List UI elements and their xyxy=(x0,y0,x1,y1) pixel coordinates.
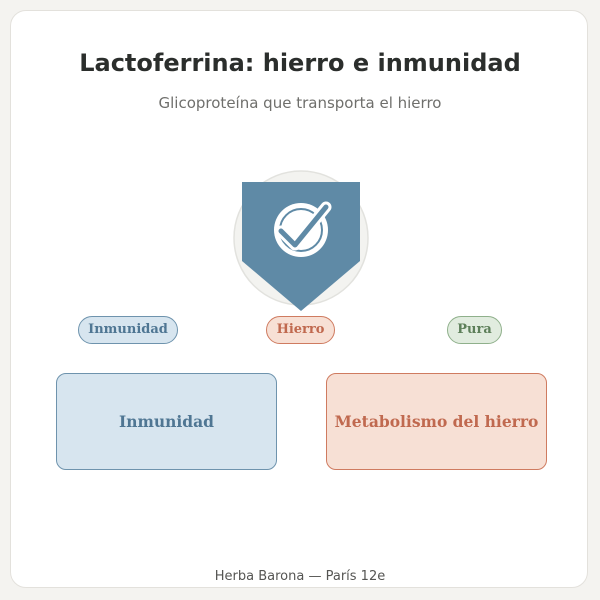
footer-credit: Herba Barona — París 12e xyxy=(214,569,386,584)
check-icon xyxy=(274,201,332,257)
box-metabolismo-label: Metabolismo del hierro xyxy=(334,412,539,431)
tag-pura: Pura xyxy=(447,316,502,344)
page-subtitle: Glicoproteína que transporta el hierro xyxy=(158,94,442,112)
box-inmunidad: Inmunidad xyxy=(56,373,277,470)
tag-hierro: Hierro xyxy=(266,316,335,344)
tag-inmunidad: Inmunidad xyxy=(78,316,178,344)
emblem-graphic xyxy=(233,170,369,311)
box-metabolismo-hierro: Metabolismo del hierro xyxy=(326,373,547,470)
box-inmunidad-label: Inmunidad xyxy=(118,412,215,431)
page-title: Lactoferrina: hierro e inmunidad xyxy=(79,49,521,77)
infographic-card: Lactoferrina: hierro e inmunidad Glicopr… xyxy=(10,10,588,588)
